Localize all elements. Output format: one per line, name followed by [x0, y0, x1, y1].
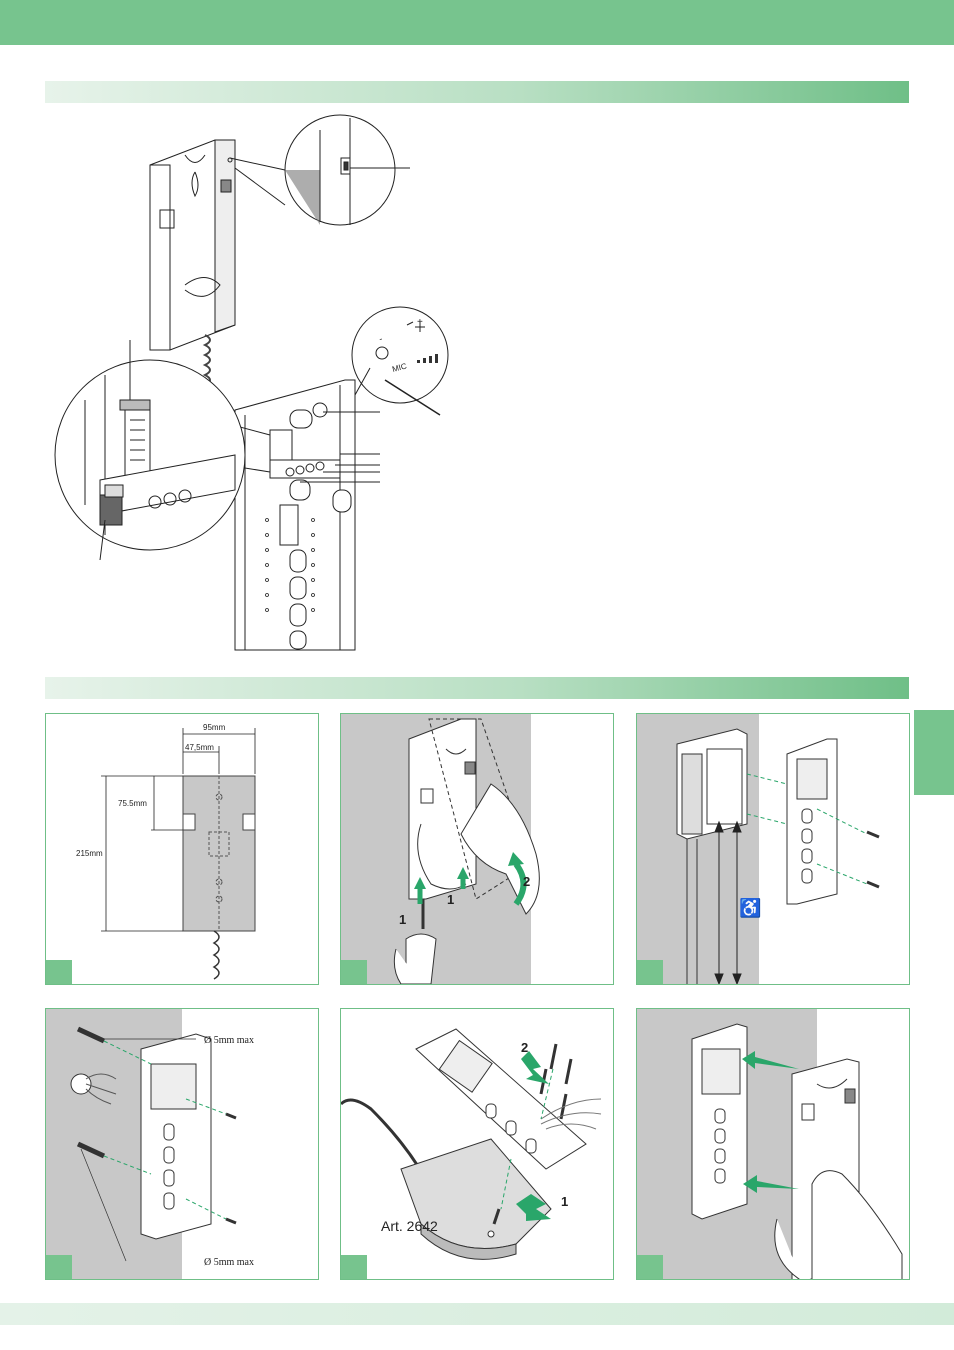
step-1-label-b: 1	[447, 892, 454, 907]
panel-step-badge	[341, 960, 367, 984]
panel-step-badge	[637, 960, 663, 984]
panel-table-stand: 2 1 Art. 2642	[340, 1008, 614, 1280]
hole-diameter-bottom: Ø 5mm max	[204, 1257, 254, 1268]
panel-step-badge	[46, 1255, 72, 1279]
dimension-width: 95mm	[203, 723, 226, 732]
panel-fit-handset	[636, 1008, 910, 1280]
step-1-label: 1	[561, 1194, 568, 1209]
panel-dimensions: 95mm 47,5mm 75.5mm 215mm	[45, 713, 319, 985]
dimension-half-width: 47,5mm	[185, 743, 214, 752]
footer-band	[0, 1303, 954, 1325]
panel-step-badge	[637, 1255, 663, 1279]
wheelchair-icon: ♿	[739, 897, 761, 918]
step-1-label-a: 1	[399, 912, 406, 927]
section-bar-1	[45, 81, 909, 103]
dimension-upper-height: 75.5mm	[118, 799, 147, 808]
hole-diameter-top: Ø 5mm max	[204, 1035, 254, 1046]
svg-text:+: +	[417, 317, 423, 328]
intercom-overview-illustration: - + MIC	[45, 110, 465, 655]
panel-step-badge	[341, 1255, 367, 1279]
panel-remove-cover: 1 1 2	[340, 713, 614, 985]
side-tab	[914, 710, 954, 795]
dimension-total-height: 215mm	[76, 849, 103, 858]
section-bar-2	[45, 677, 909, 699]
panel-step-badge	[46, 960, 72, 984]
header-band	[0, 0, 954, 45]
step-2-label: 2	[523, 874, 530, 889]
panel-wall-mounting: ♿	[636, 713, 910, 985]
step-2-label: 2	[521, 1040, 528, 1055]
panel-wall-plugs: Ø 5mm max Ø 5mm max	[45, 1008, 319, 1280]
article-number: Art. 2642	[381, 1218, 438, 1234]
